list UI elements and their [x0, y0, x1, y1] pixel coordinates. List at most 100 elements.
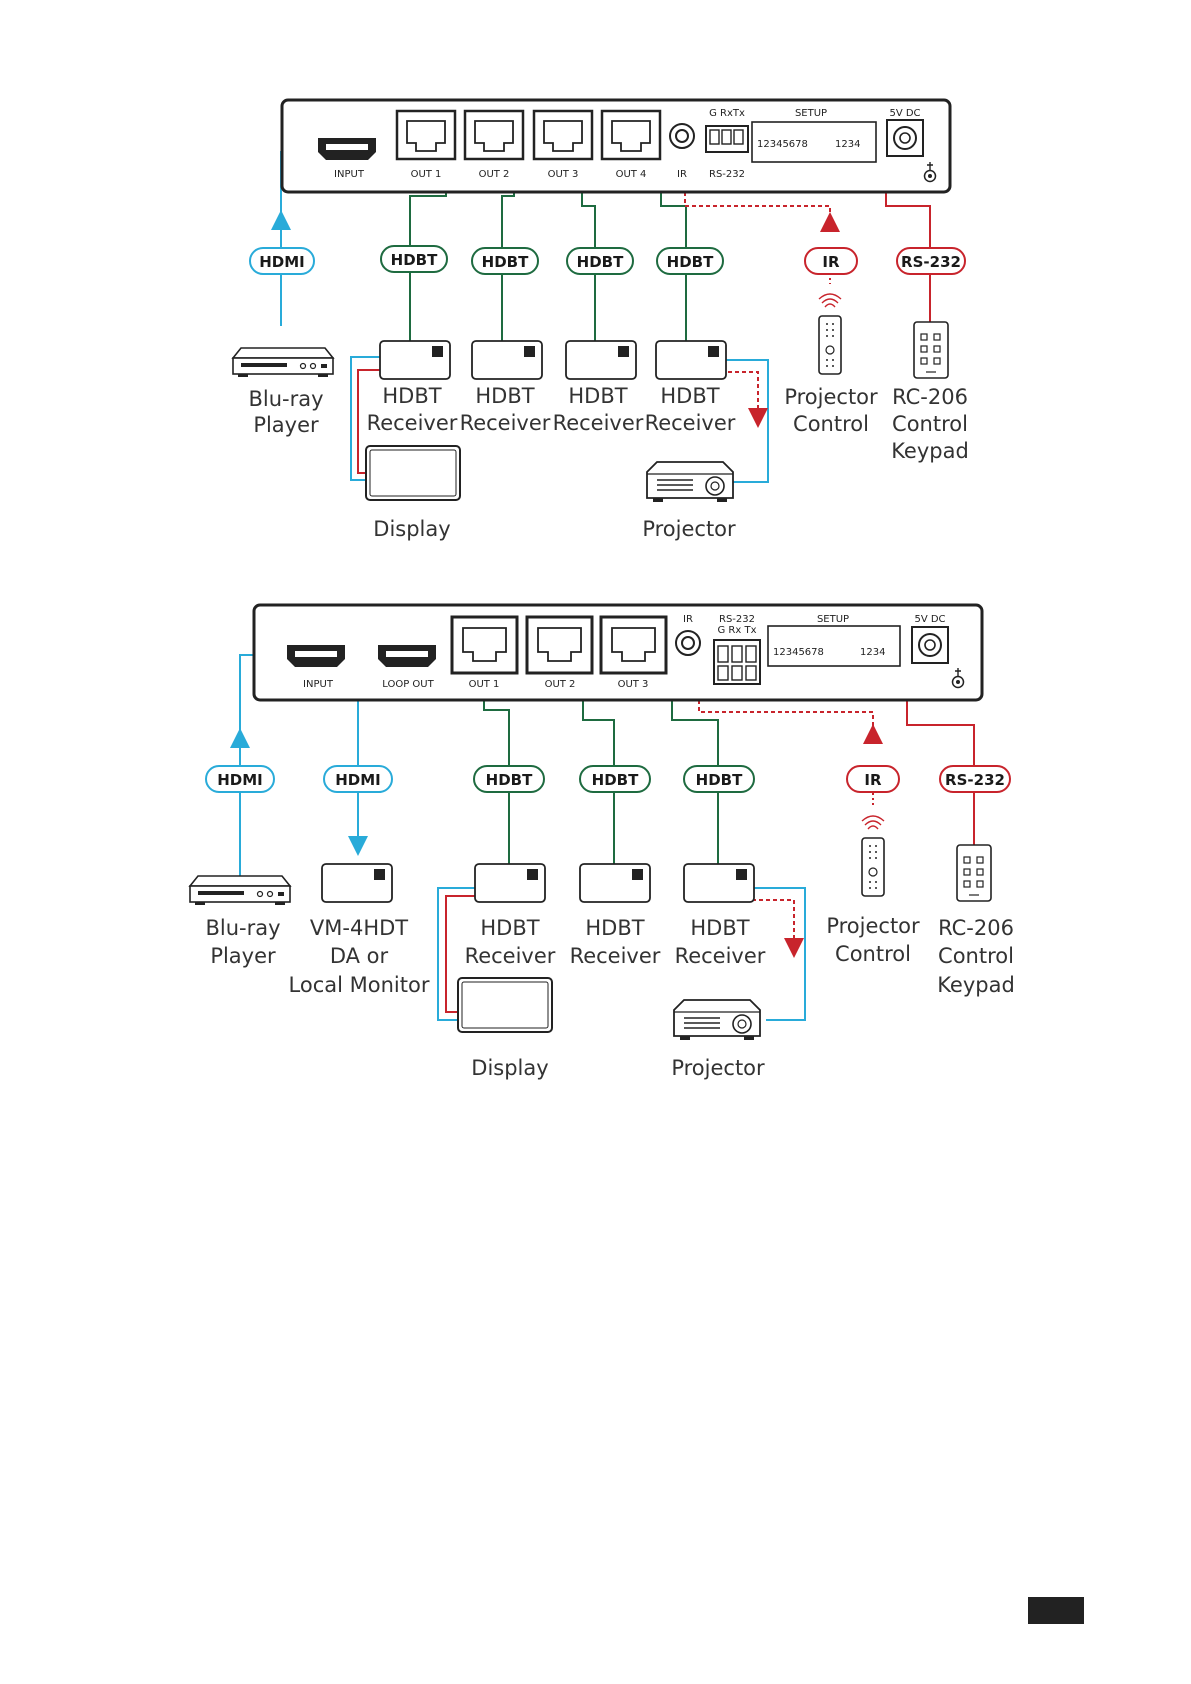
top-hdbt-receiver-2 [471, 340, 543, 380]
top-tag-hdbt-2-text: HDBT [482, 253, 529, 271]
top-projector-hdmi [721, 359, 769, 483]
bottom-monitor-label-1: VM-4HDT [310, 916, 408, 940]
bottom-setup-dip-switches: 12345678 1234 [767, 625, 901, 667]
top-display-hdmi [350, 356, 380, 481]
top-display-label: Display [373, 517, 450, 541]
top-rear-panel: INPUT OUT 1 OUT 2 OUT 3 OUT 4 IR G RxTx … [280, 98, 952, 194]
bottom-tag-rs232-text: RS-232 [945, 771, 1005, 789]
top-projector [646, 461, 734, 503]
bottom-loop-out-label: LOOP OUT [382, 679, 434, 690]
top-dc-label: 5V DC [889, 108, 920, 119]
top-setup-dip-switches: 12345678 1234 [751, 121, 877, 163]
top-keypad [913, 321, 949, 379]
bottom-rs232-terminal [713, 639, 761, 685]
top-dc-jack [886, 119, 924, 157]
bottom-keypad [956, 844, 992, 902]
top-tag-hdbt-1-text: HDBT [391, 251, 438, 269]
bottom-projector-control-label-1: Projector [826, 914, 920, 938]
bottom-hdmi-loop-port [378, 645, 436, 667]
top-receiver-3-label-2: Receiver [553, 411, 644, 435]
bottom-out1-label: OUT 1 [469, 679, 500, 690]
bottom-tag-hdbt-1-text: HDBT [486, 771, 533, 789]
bottom-bluray-label-2: Player [210, 944, 276, 968]
top-receiver-1-label-1: HDBT [382, 384, 441, 408]
bottom-tag-ir-text: IR [864, 771, 882, 789]
top-hdbt-receiver-4 [655, 340, 727, 380]
top-tag-hdbt-3-text: HDBT [577, 253, 624, 271]
bottom-ir-wave-icon [861, 815, 885, 830]
bottom-display-hdmi [437, 887, 476, 1021]
top-out1-port [395, 109, 457, 161]
top-keypad-label-2: Control [892, 412, 968, 436]
bottom-tag-hdbt-1: HDBT [473, 765, 545, 793]
top-rs232-label: RS-232 [709, 169, 745, 180]
top-receiver-4-label-2: Receiver [645, 411, 736, 435]
bottom-local-monitor-box [321, 863, 393, 903]
bottom-keypad-label-3: Keypad [937, 973, 1015, 997]
bottom-receiver-3-label-1: HDBT [690, 916, 749, 940]
bottom-out3-label: OUT 3 [618, 679, 649, 690]
top-out2-port [463, 109, 525, 161]
top-tag-rs232: RS-232 [896, 247, 966, 275]
top-remote-control [818, 315, 842, 375]
bottom-tag-hdmi-1-text: HDMI [217, 771, 263, 789]
bottom-rear-panel: INPUT LOOP OUT OUT 1 OUT 2 OUT 3 IR RS-2… [252, 603, 984, 702]
top-hdmi-input-port [318, 138, 376, 160]
top-tag-hdmi: HDMI [249, 247, 315, 275]
top-bluray-label-1: Blu-ray [248, 387, 323, 411]
top-tag-hdbt-4-text: HDBT [667, 253, 714, 271]
bottom-rs232-label: RS-232 [719, 614, 755, 625]
top-receiver-3-label-1: HDBT [568, 384, 627, 408]
bottom-diagram: INPUT LOOP OUT OUT 1 OUT 2 OUT 3 IR RS-2… [189, 603, 1015, 1080]
top-hdbt-receiver-3 [565, 340, 637, 380]
bottom-projector-label: Projector [671, 1056, 765, 1080]
top-ir-wave-icon [818, 293, 842, 308]
bottom-tag-hdbt-2: HDBT [579, 765, 651, 793]
bottom-bluray-player [189, 875, 291, 906]
top-tag-hdbt-3: HDBT [566, 247, 634, 275]
bottom-bluray-label-1: Blu-ray [205, 916, 280, 940]
top-receiver-2-label-2: Receiver [460, 411, 551, 435]
bottom-receiver-2-label-1: HDBT [585, 916, 644, 940]
bottom-projector [673, 999, 761, 1041]
top-tag-hdbt-2: HDBT [471, 247, 539, 275]
bottom-display [457, 977, 553, 1033]
bottom-tag-hdmi-2: HDMI [323, 765, 393, 793]
bottom-hdmi-input-port [287, 645, 345, 667]
bottom-out1-port [450, 615, 519, 675]
bottom-projector-hdmi [752, 887, 806, 1021]
bottom-tag-rs232: RS-232 [939, 765, 1011, 793]
bottom-input-label: INPUT [303, 679, 334, 690]
bottom-dip-b-label: 1234 [860, 647, 885, 658]
top-tag-ir-text: IR [822, 253, 840, 271]
bottom-ir-jack [675, 630, 701, 656]
top-ir-label: IR [677, 169, 687, 180]
bottom-dc-label: 5V DC [914, 614, 945, 625]
top-diagram: INPUT OUT 1 OUT 2 OUT 3 OUT 4 IR G RxTx … [232, 98, 969, 541]
top-out4-label: OUT 4 [616, 169, 647, 180]
top-tag-hdbt-1: HDBT [380, 245, 448, 273]
bottom-rs232-pins-label: G Rx Tx [718, 625, 757, 636]
bottom-display-serial [445, 895, 476, 1013]
bottom-keypad-label-1: RC-206 [938, 916, 1014, 940]
top-receiver-2-label-1: HDBT [475, 384, 534, 408]
top-input-label: INPUT [334, 169, 365, 180]
bottom-receiver-3-label-2: Receiver [675, 944, 766, 968]
bottom-tag-hdmi-1: HDMI [205, 765, 275, 793]
bottom-tag-ir: IR [846, 765, 900, 793]
top-receiver-4-label-1: HDBT [660, 384, 719, 408]
bottom-tag-hdmi-2-text: HDMI [335, 771, 381, 789]
bottom-out2-label: OUT 2 [545, 679, 576, 690]
top-keypad-label-1: RC-206 [892, 385, 968, 409]
bottom-remote-control [861, 837, 885, 897]
top-tag-ir: IR [804, 247, 858, 275]
top-bluray-label-2: Player [253, 413, 319, 437]
bottom-receiver-2-label-2: Receiver [570, 944, 661, 968]
top-dip-b-label: 1234 [835, 139, 860, 150]
top-projector-label: Projector [642, 517, 736, 541]
top-bluray-player [232, 347, 334, 378]
bottom-hdbt-receiver-3 [683, 863, 755, 903]
bottom-monitor-label-2: DA or [330, 944, 389, 968]
bottom-out2-port [525, 615, 594, 675]
